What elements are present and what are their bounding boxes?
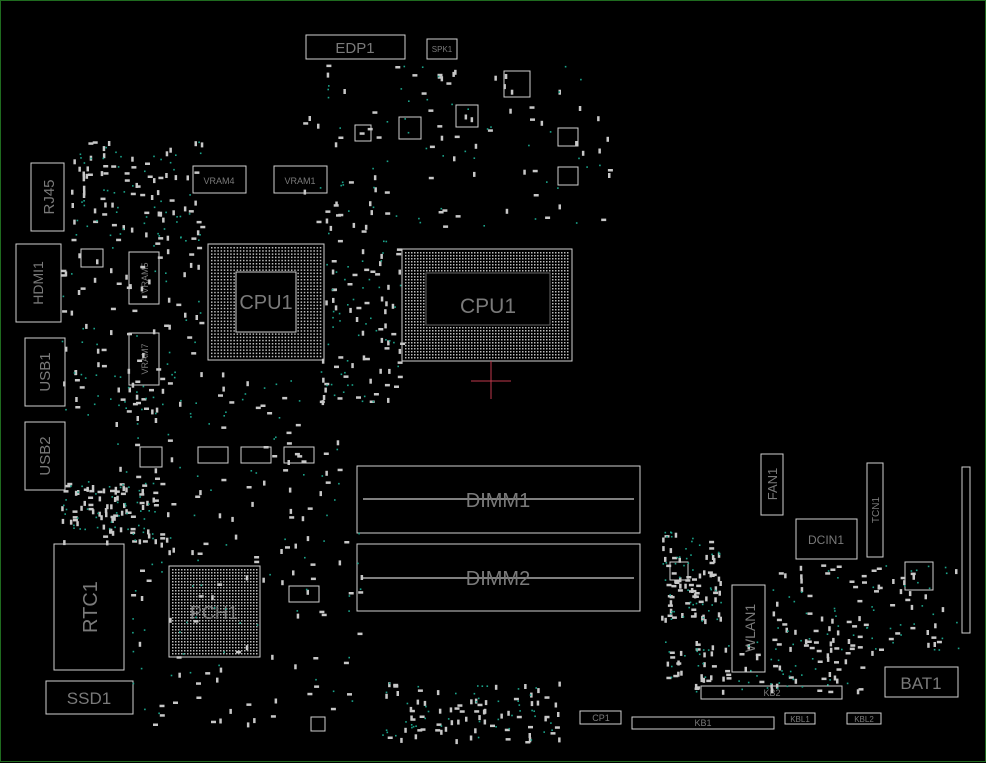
ssd1-label: SSD1 <box>67 689 111 708</box>
kbl2-connector[interactable]: KBL2 <box>846 712 882 725</box>
kb1-label: KB1 <box>694 718 711 728</box>
usb2-connector[interactable]: USB2 <box>24 421 66 491</box>
hdmi1-label: HDMI1 <box>30 261 46 305</box>
edp1-label: EDP1 <box>335 40 374 57</box>
smd-pads <box>61 64 958 745</box>
dcin1-label: DCIN1 <box>808 533 844 547</box>
usb1-label: USB1 <box>37 352 54 391</box>
gpu-bga-chip[interactable]: CPU1 <box>207 243 325 361</box>
vram7-chip[interactable]: VRAM7 <box>128 332 160 386</box>
vram4-chip[interactable]: VRAM4 <box>192 165 247 194</box>
vram1-chip[interactable]: VRAM1 <box>273 165 328 194</box>
kbl1-connector[interactable]: KBL1 <box>784 712 816 725</box>
tcn1-label: TCN1 <box>871 497 882 524</box>
fan1-connector[interactable]: FAN1 <box>760 453 784 516</box>
edp1-connector[interactable]: EDP1 <box>305 34 406 60</box>
rj45-connector[interactable]: RJ45 <box>30 162 65 232</box>
vram4-label: VRAM4 <box>203 176 234 186</box>
hdmi1-connector[interactable]: HDMI1 <box>15 243 62 323</box>
right-edge-connector[interactable] <box>961 466 971 634</box>
spk1-label: SPK1 <box>432 45 453 54</box>
cp1-connector[interactable]: CP1 <box>579 710 622 725</box>
dimm1-slot[interactable]: DIMM1 <box>356 465 641 534</box>
bat1-label: BAT1 <box>900 674 941 693</box>
gpu-cpu1-label: CPU1 <box>239 292 292 314</box>
spk1-connector[interactable]: SPK1 <box>426 38 458 60</box>
kb1-connector[interactable]: KB1 <box>631 716 775 730</box>
tcn1-connector[interactable]: TCN1 <box>866 462 884 558</box>
rtc1-label: RTC1 <box>80 581 102 633</box>
dimm1-label: DIMM1 <box>466 490 530 512</box>
rj45-label: RJ45 <box>41 179 58 214</box>
vram5-label: VRAM5 <box>140 262 150 293</box>
dcin1-connector[interactable]: DCIN1 <box>795 518 858 560</box>
vias <box>61 65 960 741</box>
cp1-label: CP1 <box>592 713 610 723</box>
ssd1-slot[interactable]: SSD1 <box>45 680 134 715</box>
small-ics <box>80 70 934 732</box>
usb2-label: USB2 <box>37 436 54 475</box>
vram7-label: VRAM7 <box>140 343 150 374</box>
dimm2-slot[interactable]: DIMM2 <box>356 543 641 612</box>
pch1-chip[interactable]: PCH1 <box>168 565 261 658</box>
kbl2-label: KBL2 <box>854 715 874 724</box>
bat1-connector[interactable]: BAT1 <box>884 666 959 698</box>
usb1-connector[interactable]: USB1 <box>24 337 66 407</box>
kbl1-label: KBL1 <box>790 715 810 724</box>
cpu1-chip[interactable]: CPU1 <box>401 248 573 399</box>
vram5-chip[interactable]: VRAM5 <box>128 251 160 305</box>
pch1-label: PCH1 <box>190 603 238 623</box>
vram1-label: VRAM1 <box>284 176 315 186</box>
wlan1-slot[interactable]: WLAN1 <box>731 584 766 673</box>
dimm2-label: DIMM2 <box>466 568 530 590</box>
rtc1-battery[interactable]: RTC1 <box>53 543 125 671</box>
fan1-label: FAN1 <box>765 468 780 501</box>
wlan1-label: WLAN1 <box>742 604 758 652</box>
cpu1-label: CPU1 <box>460 295 516 318</box>
